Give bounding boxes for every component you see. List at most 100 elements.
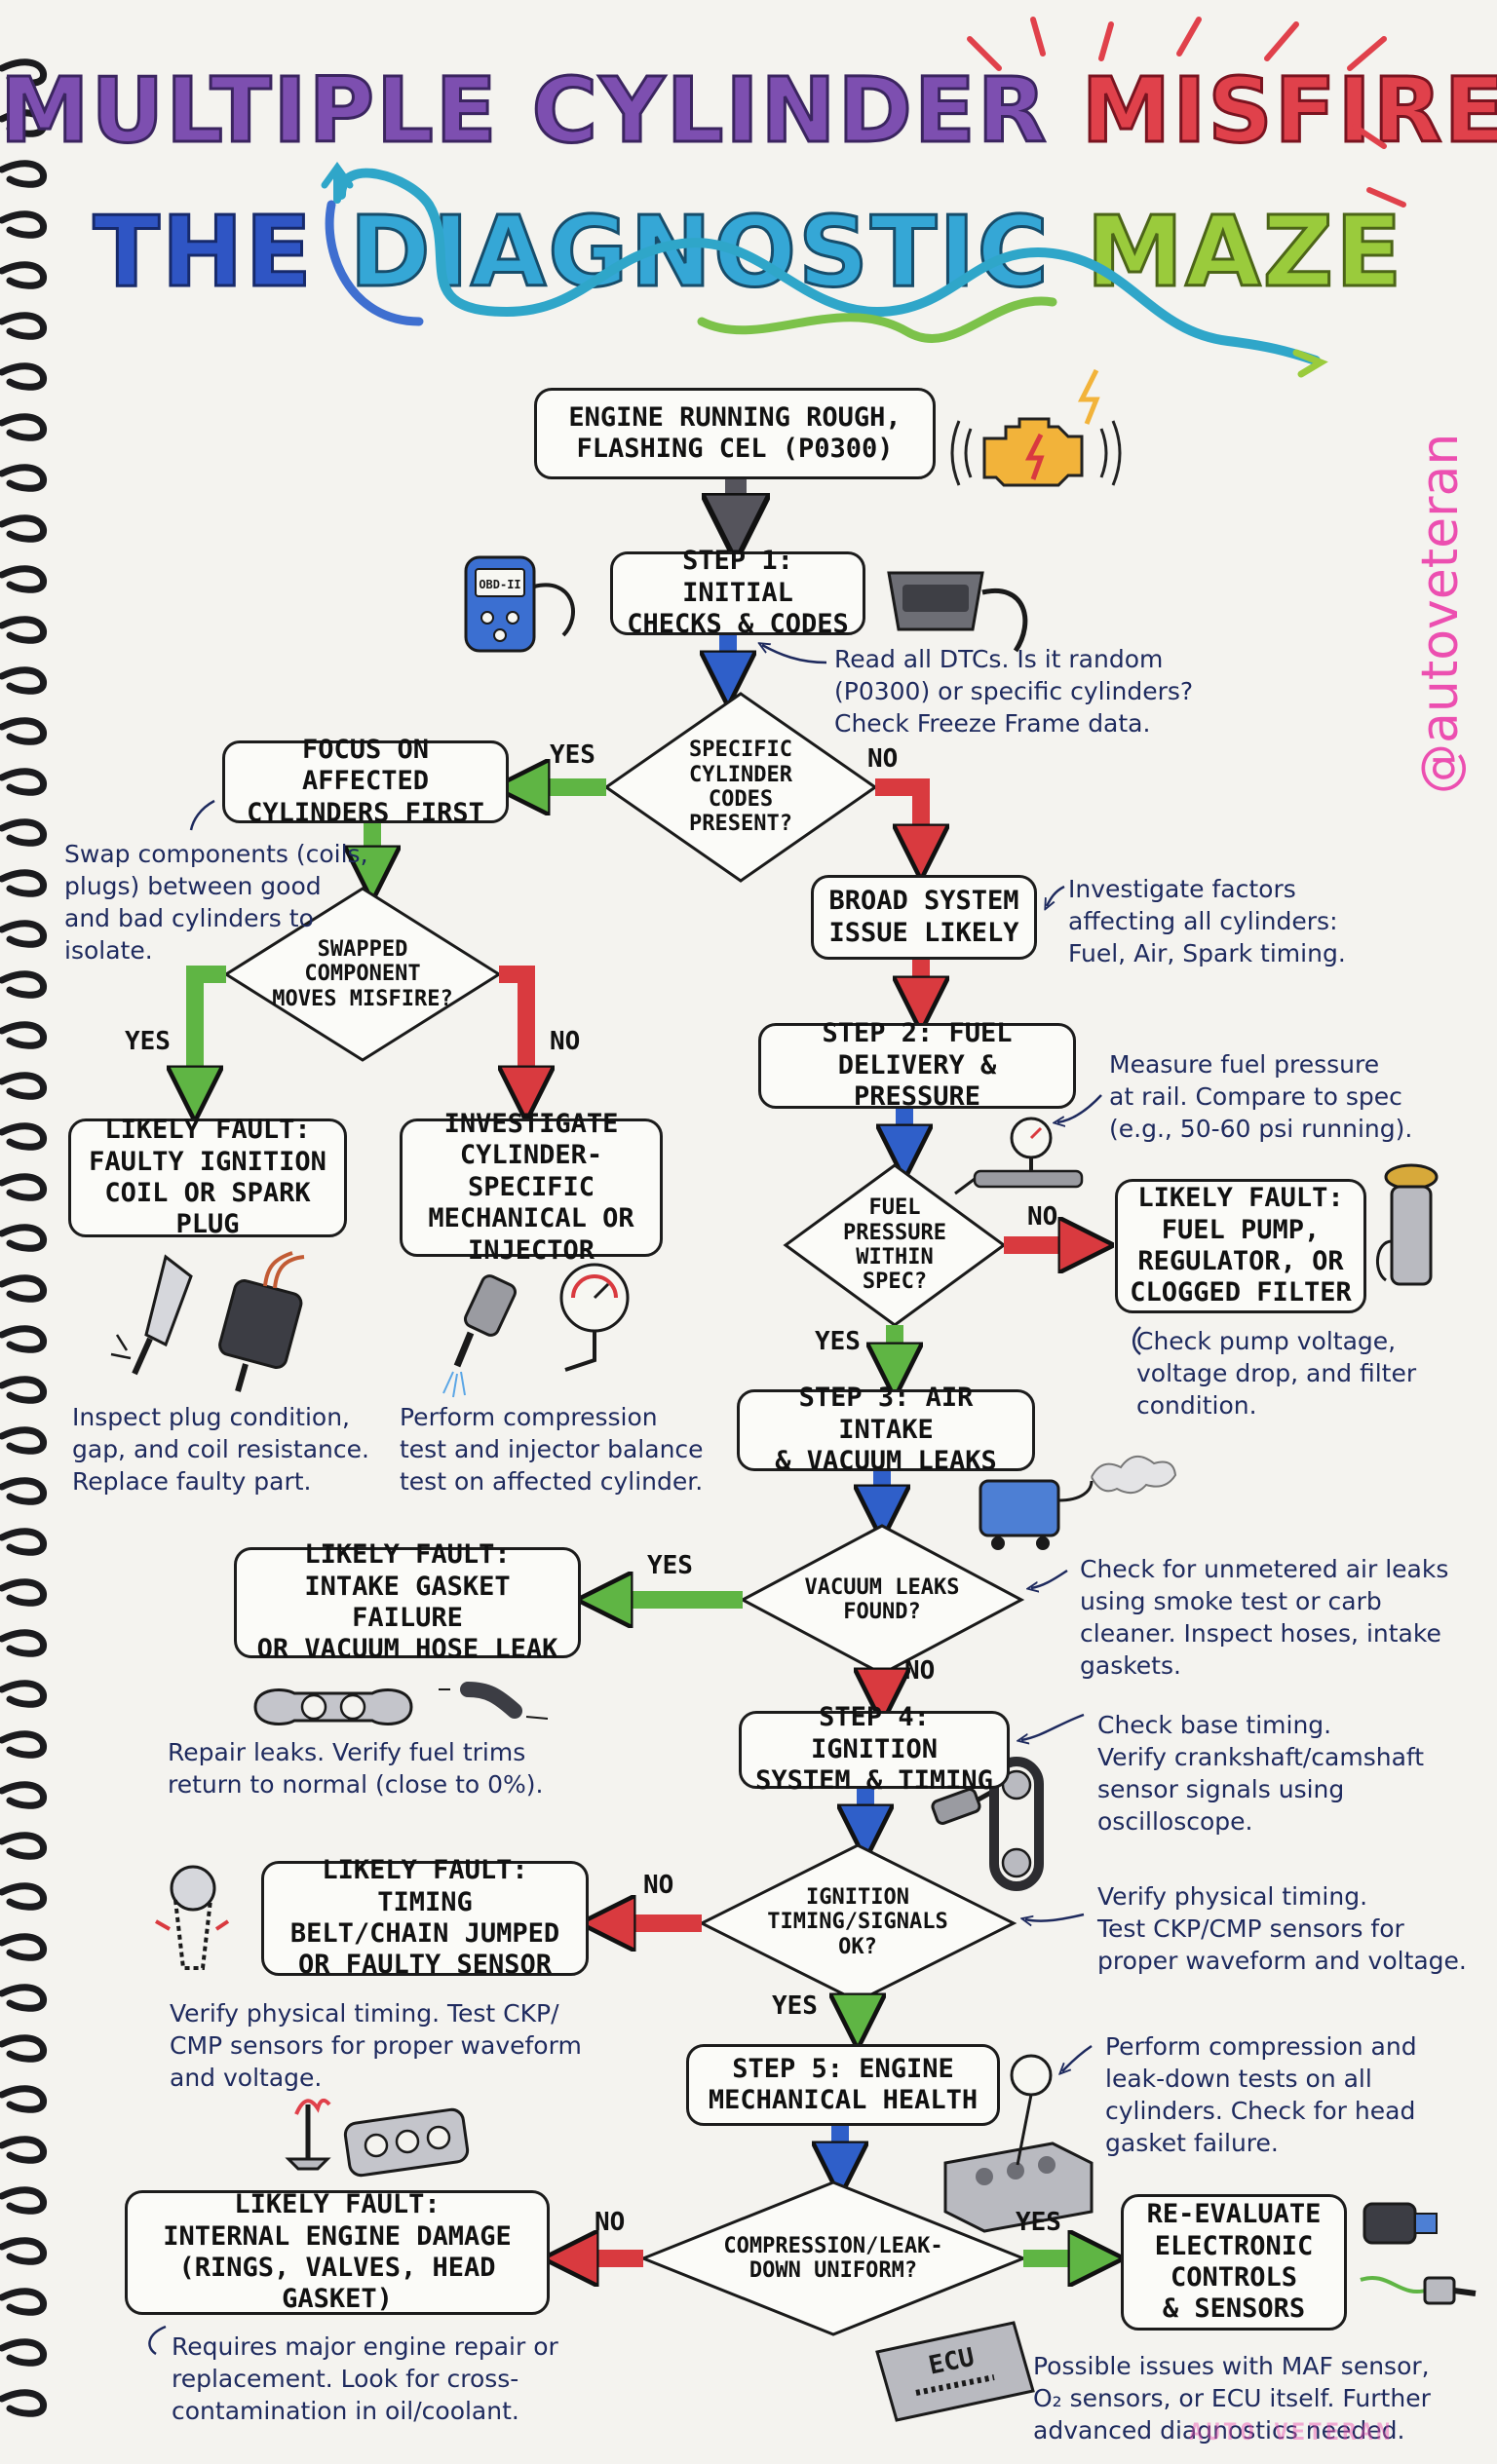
o2-sensor-icon bbox=[1360, 2276, 1477, 2305]
fuel-pressure-gauge-icon bbox=[954, 1117, 1084, 1195]
title-text-multiple-cylinder: MULTIPLE CYLINDER bbox=[0, 57, 1082, 165]
spiral-ring bbox=[0, 920, 48, 948]
obd-scanner-icon: OBD-II bbox=[464, 555, 575, 653]
note-base-timing: Check base timing. Verify crankshaft/cam… bbox=[1097, 1711, 1425, 1836]
decision-vacuum-leak-label: VACUUM LEAKS FOUND? bbox=[804, 1574, 960, 1624]
step-4-node: STEP 4: IGNITION SYSTEM & TIMING bbox=[739, 1702, 1010, 1796]
yes-label-ignition: YES bbox=[772, 1991, 818, 2021]
title-text-diagnostic: DIAGNOSTIC bbox=[348, 194, 1087, 311]
misfire-spark-decoration bbox=[967, 17, 1406, 208]
spiral-ring bbox=[0, 1528, 48, 1556]
spiral-ring bbox=[0, 1832, 48, 1860]
fuel-injector-icon bbox=[442, 1274, 518, 1398]
spiral-ring bbox=[0, 2237, 48, 2265]
decision-specific-cylinder-label: SPECIFIC CYLINDER CODES PRESENT? bbox=[689, 738, 792, 837]
focus-affected-node: FOCUS ON AFFECTED CYLINDERS FIRST bbox=[222, 735, 509, 828]
spiral-ring bbox=[0, 2186, 48, 2215]
spiral-ring bbox=[0, 58, 48, 87]
watermark-text: AUTO VETERAN bbox=[1189, 2418, 1394, 2445]
check-engine-icon bbox=[950, 368, 1122, 487]
note-broad-factors: Investigate factors affecting all cylind… bbox=[1068, 875, 1346, 967]
spiral-ring bbox=[0, 2389, 48, 2417]
note-compression-injector: Perform compression test and injector ba… bbox=[400, 1403, 704, 1496]
spiral-ring bbox=[0, 464, 48, 492]
vacuum-hose-icon bbox=[439, 1682, 549, 1720]
engine-block-icon bbox=[943, 2054, 1094, 2233]
compression-gauge-icon bbox=[559, 1263, 630, 1372]
spiral-ring bbox=[0, 1173, 48, 1201]
step-5-node: STEP 5: ENGINE MECHANICAL HEALTH bbox=[686, 2044, 1000, 2126]
no-label-swap: NO bbox=[550, 1027, 581, 1056]
fault-intake-gasket-node: LIKELY FAULT: INTAKE GASKET FAILURE OR V… bbox=[234, 1539, 581, 1664]
title-line-1: MULTIPLE CYLINDER MISFIRE: bbox=[0, 57, 1497, 165]
note-fuel-pressure: Measure fuel pressure at rail. Compare t… bbox=[1109, 1050, 1413, 1143]
reevaluate-controls-node: RE-EVALUATE ELECTRONIC CONTROLS & SENSOR… bbox=[1121, 2194, 1347, 2331]
spiral-ring bbox=[0, 1933, 48, 1961]
spiral-ring bbox=[0, 1072, 48, 1100]
spiral-ring bbox=[0, 1224, 48, 1252]
ignition-coil-icon bbox=[218, 1251, 305, 1392]
spiral-ring bbox=[0, 362, 48, 391]
note-major-repair: Requires major engine repair or replacem… bbox=[172, 2332, 558, 2425]
spiral-ring bbox=[0, 2034, 48, 2063]
engine-valve-icon bbox=[285, 2098, 331, 2171]
spiral-ring bbox=[0, 2338, 48, 2367]
start-node: ENGINE RUNNING ROUGH, FLASHING CEL (P030… bbox=[534, 388, 936, 479]
spiral-ring bbox=[0, 1984, 48, 2012]
spiral-ring bbox=[0, 1325, 48, 1353]
spiral-ring bbox=[0, 565, 48, 593]
note-physical-timing-right: Verify physical timing. Test CKP/CMP sen… bbox=[1097, 1882, 1467, 1975]
yes-label-specific: YES bbox=[550, 740, 595, 770]
note-physical-timing-left: Verify physical timing. Test CKP/ CMP se… bbox=[170, 1999, 582, 2092]
spiral-ring bbox=[0, 1122, 48, 1151]
note-repair-leaks: Repair leaks. Verify fuel trims return t… bbox=[168, 1738, 544, 1799]
spiral-ring bbox=[0, 616, 48, 644]
spiral-ring bbox=[0, 869, 48, 897]
no-label-specific: NO bbox=[867, 744, 899, 774]
note-leader-lines bbox=[148, 645, 1141, 2356]
spiral-ring bbox=[0, 210, 48, 239]
yes-label-compression: YES bbox=[1016, 2208, 1061, 2237]
title-text-the: THE bbox=[92, 194, 350, 311]
decision-swap-label: SWAPPED COMPONENT MOVES MISFIRE? bbox=[272, 937, 453, 1011]
fault-timing-node: LIKELY FAULT: TIMING BELT/CHAIN JUMPED O… bbox=[261, 1855, 589, 1980]
no-label-fuel: NO bbox=[1027, 1202, 1058, 1232]
note-swap-components: Swap components (coils, plugs) between g… bbox=[64, 840, 368, 965]
timing-chain-icon bbox=[155, 1865, 230, 1970]
ecu-module-icon: ECU bbox=[875, 2321, 1035, 2422]
decision-ignition-label: IGNITION TIMING/SIGNALS OK? bbox=[767, 1885, 948, 1959]
spiral-ring bbox=[0, 1882, 48, 1911]
no-label-vacuum: NO bbox=[904, 1656, 936, 1686]
spiral-ring bbox=[0, 1730, 48, 1759]
spiral-ring bbox=[0, 1274, 48, 1303]
smoke-machine-icon bbox=[979, 1456, 1177, 1550]
yes-label-fuel: YES bbox=[815, 1327, 861, 1356]
connector-sensor-icon bbox=[1363, 2202, 1438, 2245]
fault-ignition-coil-node: LIKELY FAULT: FAULTY IGNITION COIL OR SP… bbox=[68, 1115, 347, 1239]
spiral-ring bbox=[0, 970, 48, 999]
note-pump-voltage: Check pump voltage, voltage drop, and fi… bbox=[1136, 1327, 1417, 1420]
broad-system-node: BROAD SYSTEM ISSUE LIKELY bbox=[811, 875, 1037, 960]
note-unmetered-air: Check for unmetered air leaks using smok… bbox=[1080, 1555, 1449, 1680]
spiral-ring bbox=[0, 1426, 48, 1455]
spiral-ring bbox=[0, 818, 48, 847]
intake-gasket-icon bbox=[253, 1688, 413, 1725]
decision-swap-diamond bbox=[223, 887, 502, 1062]
spiral-ring bbox=[0, 1021, 48, 1049]
obd-connector-icon bbox=[887, 571, 1028, 653]
note-inspect-plug: Inspect plug condition, gap, and coil re… bbox=[72, 1403, 369, 1496]
note-possible-issues: Possible issues with MAF sensor, O₂ sens… bbox=[1033, 2352, 1431, 2445]
fault-internal-engine-node: LIKELY FAULT: INTERNAL ENGINE DAMAGE (RI… bbox=[125, 2189, 550, 2315]
spiral-ring bbox=[0, 1376, 48, 1404]
title-text-misfire: MISFIRE: bbox=[1080, 57, 1497, 165]
obd-icon-label: OBD-II bbox=[479, 578, 520, 591]
spiral-ring bbox=[0, 1781, 48, 1809]
yes-label-vacuum: YES bbox=[647, 1551, 693, 1580]
step-1-node: STEP 1: INITIAL CHECKS & CODES bbox=[610, 546, 865, 639]
spiral-ring bbox=[0, 1680, 48, 1708]
no-label-ignition: NO bbox=[643, 1871, 674, 1900]
maze-ribbon-decoration bbox=[321, 162, 1328, 378]
spiral-ring bbox=[0, 413, 48, 441]
spiral-ring bbox=[0, 2288, 48, 2316]
